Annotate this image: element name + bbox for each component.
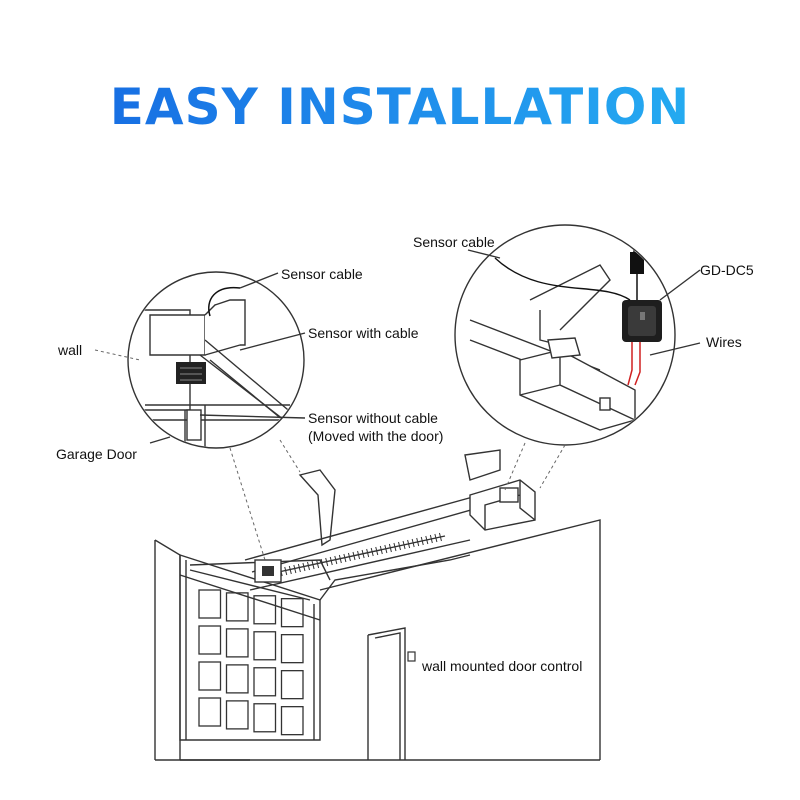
label-sensor-cable-right: Sensor cable bbox=[413, 234, 495, 250]
door-panel bbox=[253, 595, 277, 625]
label-moved-with-door: (Moved with the door) bbox=[308, 428, 443, 444]
page-title: EASY INSTALLATION bbox=[0, 78, 800, 136]
door-panel bbox=[198, 589, 222, 619]
door-panel bbox=[225, 628, 249, 658]
door-panel bbox=[198, 625, 222, 655]
garage-door bbox=[179, 554, 471, 741]
door-panel bbox=[225, 700, 249, 730]
door-panel bbox=[253, 667, 277, 697]
door-panel bbox=[253, 703, 277, 733]
door-panel bbox=[225, 664, 249, 694]
left-zoom-circle bbox=[127, 271, 305, 449]
door-panel bbox=[225, 592, 249, 622]
door-panel bbox=[280, 706, 304, 736]
label-sensor-cable-left: Sensor cable bbox=[281, 266, 363, 282]
door-panel bbox=[280, 598, 304, 628]
wall-control-box bbox=[407, 651, 416, 662]
label-wires: Wires bbox=[706, 334, 742, 350]
door-panel bbox=[253, 631, 277, 661]
door-panel bbox=[198, 661, 222, 691]
door-panel bbox=[198, 697, 222, 727]
label-wall: wall bbox=[57, 342, 82, 358]
label-sensor-with-cable: Sensor with cable bbox=[308, 325, 419, 341]
door-sensor-small bbox=[254, 559, 282, 583]
label-garage-door: Garage Door bbox=[56, 446, 137, 462]
garage-room bbox=[154, 519, 601, 761]
right-zoom-circle bbox=[454, 224, 676, 446]
label-wall-control: wall mounted door control bbox=[421, 658, 582, 674]
door-panel bbox=[280, 670, 304, 700]
label-sensor-without-cable: Sensor without cable bbox=[308, 410, 438, 426]
label-device: GD-DC5 bbox=[700, 262, 754, 278]
opener-rail bbox=[244, 449, 536, 591]
door-panel bbox=[280, 634, 304, 664]
